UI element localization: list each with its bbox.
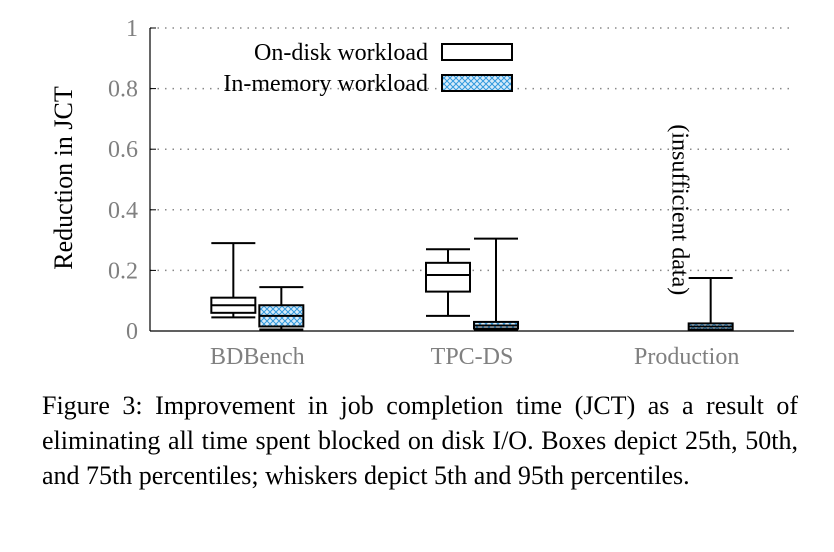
box-plot-chart: 0 0.2 0.4 0.6 0.8 1 BDBench TPC-DS Production O… xyxy=(49,16,794,370)
y-axis-label: Reduction in JCT xyxy=(49,86,78,270)
insufficient-data-annotation: (insufficient data) xyxy=(667,124,693,295)
box-white-0 xyxy=(210,242,257,319)
y-tick-label: 0.8 xyxy=(108,77,138,103)
legend-swatch xyxy=(441,43,513,61)
box-iqr xyxy=(425,261,471,293)
y-tick-labels: 0 0.2 0.4 0.6 0.8 1 xyxy=(108,16,138,345)
x-category-label: BDBench xyxy=(210,344,305,370)
legend-label: On-disk workload xyxy=(254,40,428,66)
legend-swatch xyxy=(441,74,513,92)
figure-caption: Figure 3: Improvement in job completion … xyxy=(42,391,798,490)
grid-lines xyxy=(150,27,794,272)
box-crosshatch-0 xyxy=(258,286,305,331)
y-tick-label: 1 xyxy=(126,16,138,42)
y-tick-label: 0.2 xyxy=(108,258,138,284)
x-category-label: Production xyxy=(634,344,739,370)
x-category-labels: BDBench TPC-DS Production xyxy=(210,344,739,370)
legend-label: In-memory workload xyxy=(223,71,428,97)
x-category-label: TPC-DS xyxy=(431,344,514,370)
y-tick-label: 0.6 xyxy=(108,137,138,163)
boxes xyxy=(210,237,734,332)
box-white-1 xyxy=(425,248,471,317)
box-crosshatch-2 xyxy=(687,276,734,332)
legend-item-white: On-disk workload xyxy=(254,40,513,66)
legend-item-crosshatch: In-memory workload xyxy=(223,71,513,97)
y-tick-label: 0 xyxy=(126,319,138,345)
y-tick-label: 0.4 xyxy=(108,198,138,224)
axes xyxy=(149,27,794,332)
box-crosshatch-1 xyxy=(473,237,519,331)
